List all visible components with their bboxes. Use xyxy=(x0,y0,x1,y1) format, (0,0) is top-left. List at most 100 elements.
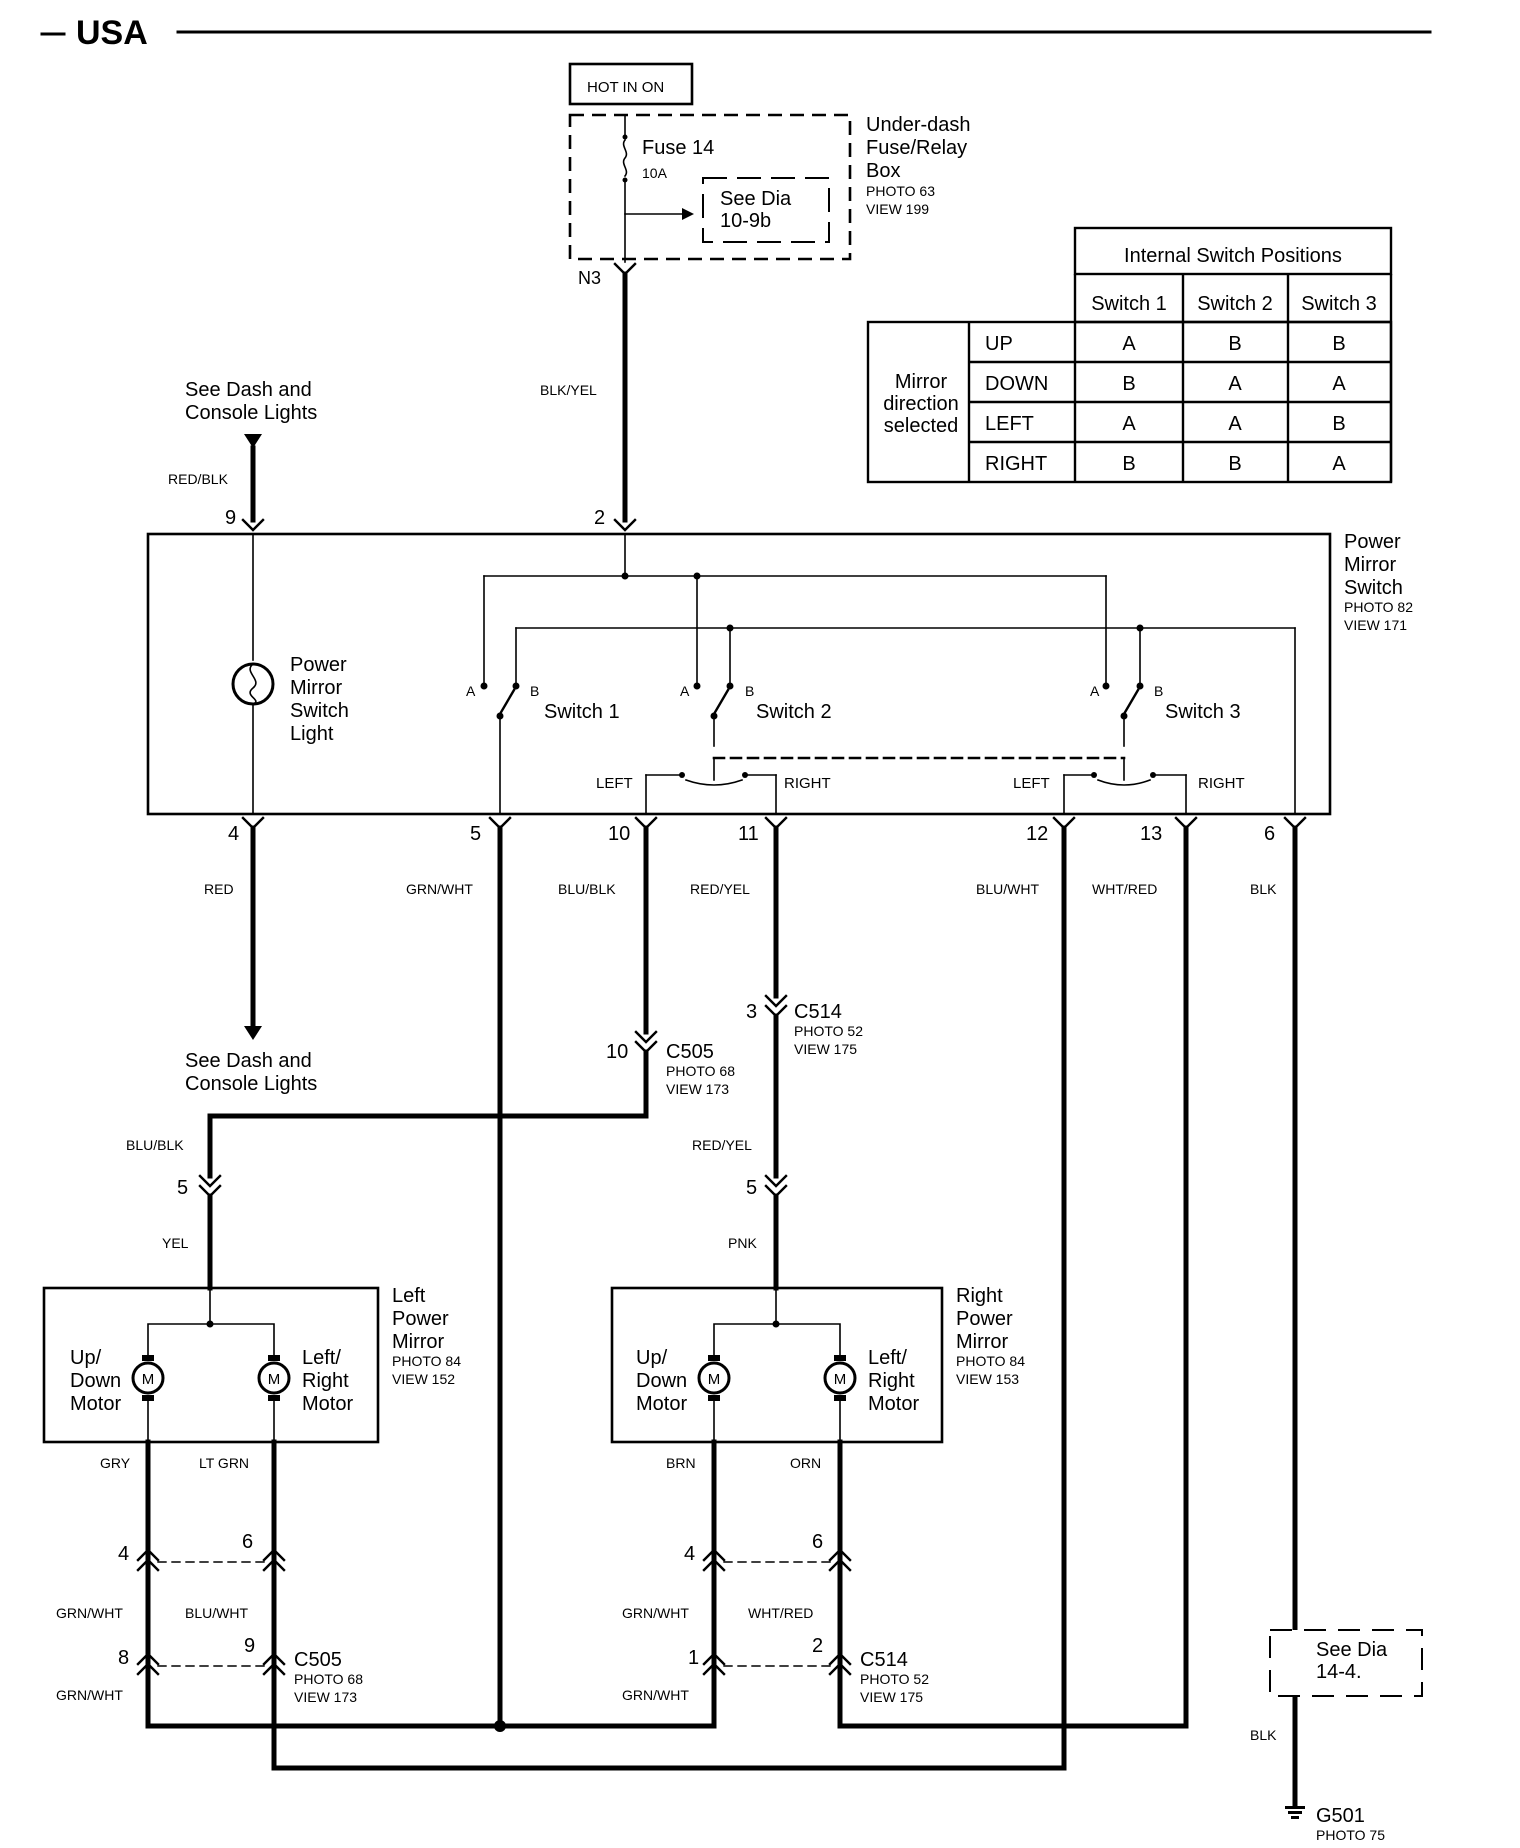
wire-label: PNK xyxy=(728,1235,757,1251)
pin-label: 3 xyxy=(746,1001,757,1023)
switch-housing xyxy=(146,532,1332,816)
switch-3: A B Switch 3 xyxy=(1090,682,1241,747)
pin-label: 5 xyxy=(470,823,481,845)
motor-name: Left/ xyxy=(868,1347,907,1369)
see-dia-box xyxy=(1269,1629,1423,1697)
wire-label: WHT/RED xyxy=(748,1605,813,1621)
arrow-icon xyxy=(244,434,262,448)
table-cell: A xyxy=(1122,413,1136,435)
see-dia-box xyxy=(702,177,830,243)
connector-pin-5-left: 5 YEL xyxy=(162,1174,222,1291)
pin-label: 6 xyxy=(1264,823,1275,845)
motor-name: Motor xyxy=(868,1393,919,1415)
connector-view: VIEW 173 xyxy=(294,1689,357,1705)
pin-label: 9 xyxy=(225,507,236,529)
switch-name: Switch xyxy=(1344,577,1403,599)
light-label: Mirror xyxy=(290,677,343,699)
right-mirror-housing xyxy=(610,1286,944,1444)
wire-label: GRN/WHT xyxy=(622,1605,689,1621)
wire-label: RED/YEL xyxy=(690,881,750,897)
pin-label: 10 xyxy=(608,823,630,845)
wire-label: GRN/WHT xyxy=(622,1687,689,1703)
pin-label: 12 xyxy=(1026,823,1048,845)
row-group-label: Mirror xyxy=(895,371,948,393)
motor-name: Up/ xyxy=(70,1347,102,1369)
fuse-relay-box: HOT IN ON Fuse 14 10A See Dia 10-9b Unde… xyxy=(540,62,971,523)
table-row: RIGHT B B A xyxy=(985,453,1346,475)
pin-label: 13 xyxy=(1140,823,1162,845)
connector-pin-2 xyxy=(613,518,637,532)
wire-label: BLU/WHT xyxy=(976,881,1039,897)
table-cell: UP xyxy=(985,333,1013,355)
pin-label: 5 xyxy=(746,1177,757,1199)
terminal-n3: N3 xyxy=(578,268,601,288)
wire-label: BLU/WHT xyxy=(185,1605,248,1621)
splice-point xyxy=(494,1720,506,1732)
position-a-label: A xyxy=(1090,683,1100,699)
wire-label: BLK xyxy=(1250,881,1277,897)
wire-label: WHT/RED xyxy=(1092,881,1157,897)
power-mirror-switch: Power Mirror Switch PHOTO 82 VIEW 171 9 … xyxy=(146,507,1413,845)
table-row: UP A B B xyxy=(985,333,1346,355)
ground-photo: PHOTO 75 xyxy=(1316,1827,1385,1843)
header: USA xyxy=(40,14,1432,52)
mirror-name: Right xyxy=(956,1285,1003,1307)
light-label: Switch xyxy=(290,700,349,722)
pin-label: 2 xyxy=(594,507,605,529)
switch-view: VIEW 171 xyxy=(1344,617,1407,633)
motor-name: Right xyxy=(302,1370,349,1392)
table-cell: RIGHT xyxy=(985,453,1047,475)
connector-name: C505 xyxy=(666,1041,714,1063)
table-cell: B xyxy=(1332,333,1345,355)
fuse-rating: 10A xyxy=(642,165,668,181)
table-row: DOWN B A A xyxy=(985,373,1346,395)
ground-icon xyxy=(1285,1806,1305,1819)
pin-label: 11 xyxy=(738,823,759,845)
connector-c505-upper: 10 C505 PHOTO 68 VIEW 173 xyxy=(207,1030,735,1179)
row-group-label: selected xyxy=(884,415,959,437)
switch-photo: PHOTO 82 xyxy=(1344,599,1413,615)
pin-label: 4 xyxy=(228,823,239,845)
connector-photo: PHOTO 52 xyxy=(860,1671,929,1687)
ground-name: G501 xyxy=(1316,1805,1365,1827)
wire-label: BLK xyxy=(1250,1727,1277,1743)
right-power-mirror: M M Up/ Down Motor Left/ Right Motor Rig… xyxy=(610,1285,1025,1444)
dash-lights-label: See Dash and xyxy=(185,1050,312,1072)
motor-icon xyxy=(131,1361,165,1395)
motor-icon xyxy=(697,1361,731,1395)
switch-label: Switch 2 xyxy=(756,701,832,723)
wire-label-red-blk: RED/BLK xyxy=(168,471,229,487)
fuse-box-view: VIEW 199 xyxy=(866,201,929,217)
table-cell: DOWN xyxy=(985,373,1048,395)
dash-lights-label: Console Lights xyxy=(185,1073,317,1095)
mirror-photo: PHOTO 84 xyxy=(392,1353,461,1369)
switch-label: Switch 1 xyxy=(544,701,620,723)
table-column-header: Switch 1 xyxy=(1091,293,1167,315)
connector-name: C514 xyxy=(794,1001,842,1023)
left-mirror-wiring: GRY LT GRN 4 6 GRN/WHT BLU/WHT 8 9 C505 … xyxy=(56,1439,363,1771)
connector-photo: PHOTO 68 xyxy=(294,1671,363,1687)
pin-label: 1 xyxy=(688,1647,699,1669)
motor-name: Motor xyxy=(636,1393,687,1415)
table-cell: A xyxy=(1332,373,1346,395)
motor-label: M xyxy=(268,1371,281,1388)
pin-label: 6 xyxy=(242,1531,253,1553)
mirror-view: VIEW 152 xyxy=(392,1371,455,1387)
pin-label: 10 xyxy=(606,1041,628,1063)
selector-left-right-1: LEFT RIGHT xyxy=(596,757,831,815)
position-a-label: A xyxy=(466,683,476,699)
switch-output-wires: RED GRN/WHT BLU/BLK RED/YEL BLU/WHT WHT/… xyxy=(204,825,1298,1807)
connector-pin-5-right: 5 PNK xyxy=(728,1174,788,1291)
pin-label: 2 xyxy=(812,1635,823,1657)
switch-label: Switch 3 xyxy=(1165,701,1241,723)
right-label: RIGHT xyxy=(784,775,831,792)
connector-photo: PHOTO 68 xyxy=(666,1063,735,1079)
connector-view: VIEW 175 xyxy=(794,1041,857,1057)
mirror-name: Left xyxy=(392,1285,426,1307)
hot-in-on-box xyxy=(568,62,694,106)
motor-icon xyxy=(257,1361,291,1395)
switch-positions-table: Internal Switch Positions Switch 1 Switc… xyxy=(866,226,1393,484)
arrow-icon xyxy=(682,208,694,220)
table-cell: B xyxy=(1228,453,1241,475)
table-cell: LEFT xyxy=(985,413,1034,435)
